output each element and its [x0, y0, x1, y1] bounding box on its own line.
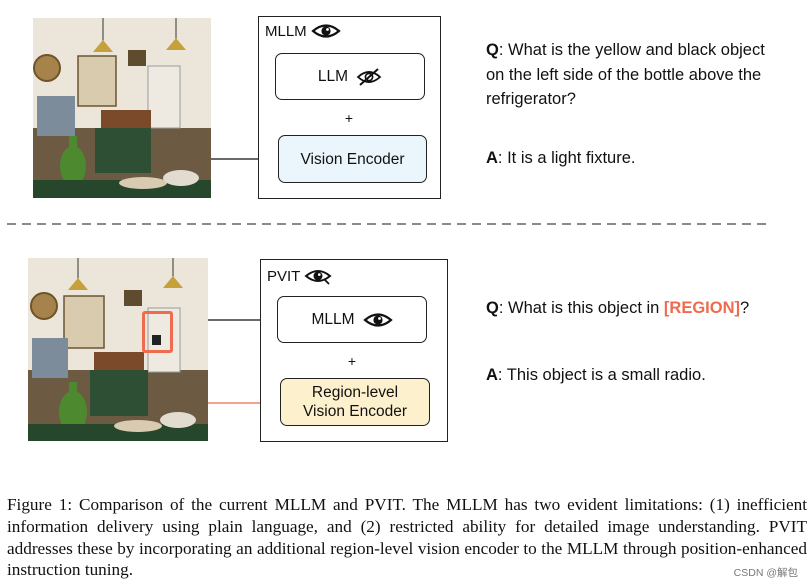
a-prefix: A — [486, 149, 498, 167]
vision-encoder-box: Vision Encoder — [278, 135, 427, 183]
region-vision-encoder-box: Region-level Vision Encoder — [280, 378, 430, 426]
llm-label: LLM — [317, 68, 349, 85]
eye-slash-icon — [356, 67, 382, 86]
eye-icon — [362, 312, 393, 327]
pvit-panel-title: PVIT — [267, 267, 332, 285]
q-prefix: Q — [486, 299, 499, 317]
question-text: : What is the yellow and black object on… — [486, 41, 765, 108]
eye-icon — [310, 24, 341, 38]
question-text: : What is this object in — [498, 299, 664, 317]
mllm-panel: MLLM LLM + Vision Encoder — [258, 16, 441, 199]
bottom-question: Q: What is this object in [REGION]? — [486, 296, 806, 321]
panel-title-label: PVIT — [267, 267, 301, 285]
kitchen-photo-bottom — [28, 258, 208, 441]
q-prefix: Q — [486, 41, 499, 59]
pvit-panel: PVIT MLLM + Region-level Vision Encoder — [260, 259, 448, 442]
llm-box: LLM — [275, 53, 425, 100]
csdn-watermark: CSDN @解包 — [733, 567, 798, 579]
region-highlight-box — [142, 311, 173, 353]
plus-sign: + — [347, 353, 357, 369]
region-encoder-line1: Region-level — [311, 384, 399, 401]
region-encoder-line2: Vision Encoder — [303, 403, 407, 420]
kitchen-illustration — [28, 258, 208, 441]
a-prefix: A — [486, 366, 498, 384]
plus-sign: + — [344, 110, 354, 126]
mllm-panel-title: MLLM — [265, 22, 341, 40]
focus-eye-icon — [304, 270, 332, 285]
answer-text: : It is a light fixture. — [497, 149, 636, 167]
figure-caption: Figure 1: Comparison of the current MLLM… — [7, 495, 807, 580]
bottom-answer: A: This object is a small radio. — [486, 363, 786, 388]
kitchen-illustration — [33, 18, 211, 198]
mllm-box: MLLM — [277, 296, 427, 343]
question-end: ? — [740, 299, 750, 317]
kitchen-photo-top — [33, 18, 211, 198]
top-question: Q: What is the yellow and black object o… — [486, 38, 786, 112]
answer-text: : This object is a small radio. — [497, 366, 706, 384]
panel-title-label: MLLM — [265, 22, 307, 40]
region-token: [REGION] — [663, 299, 741, 317]
vision-encoder-label: Vision Encoder — [300, 150, 405, 168]
mllm-label: MLLM — [311, 311, 355, 328]
top-answer: A: It is a light fixture. — [486, 146, 786, 171]
